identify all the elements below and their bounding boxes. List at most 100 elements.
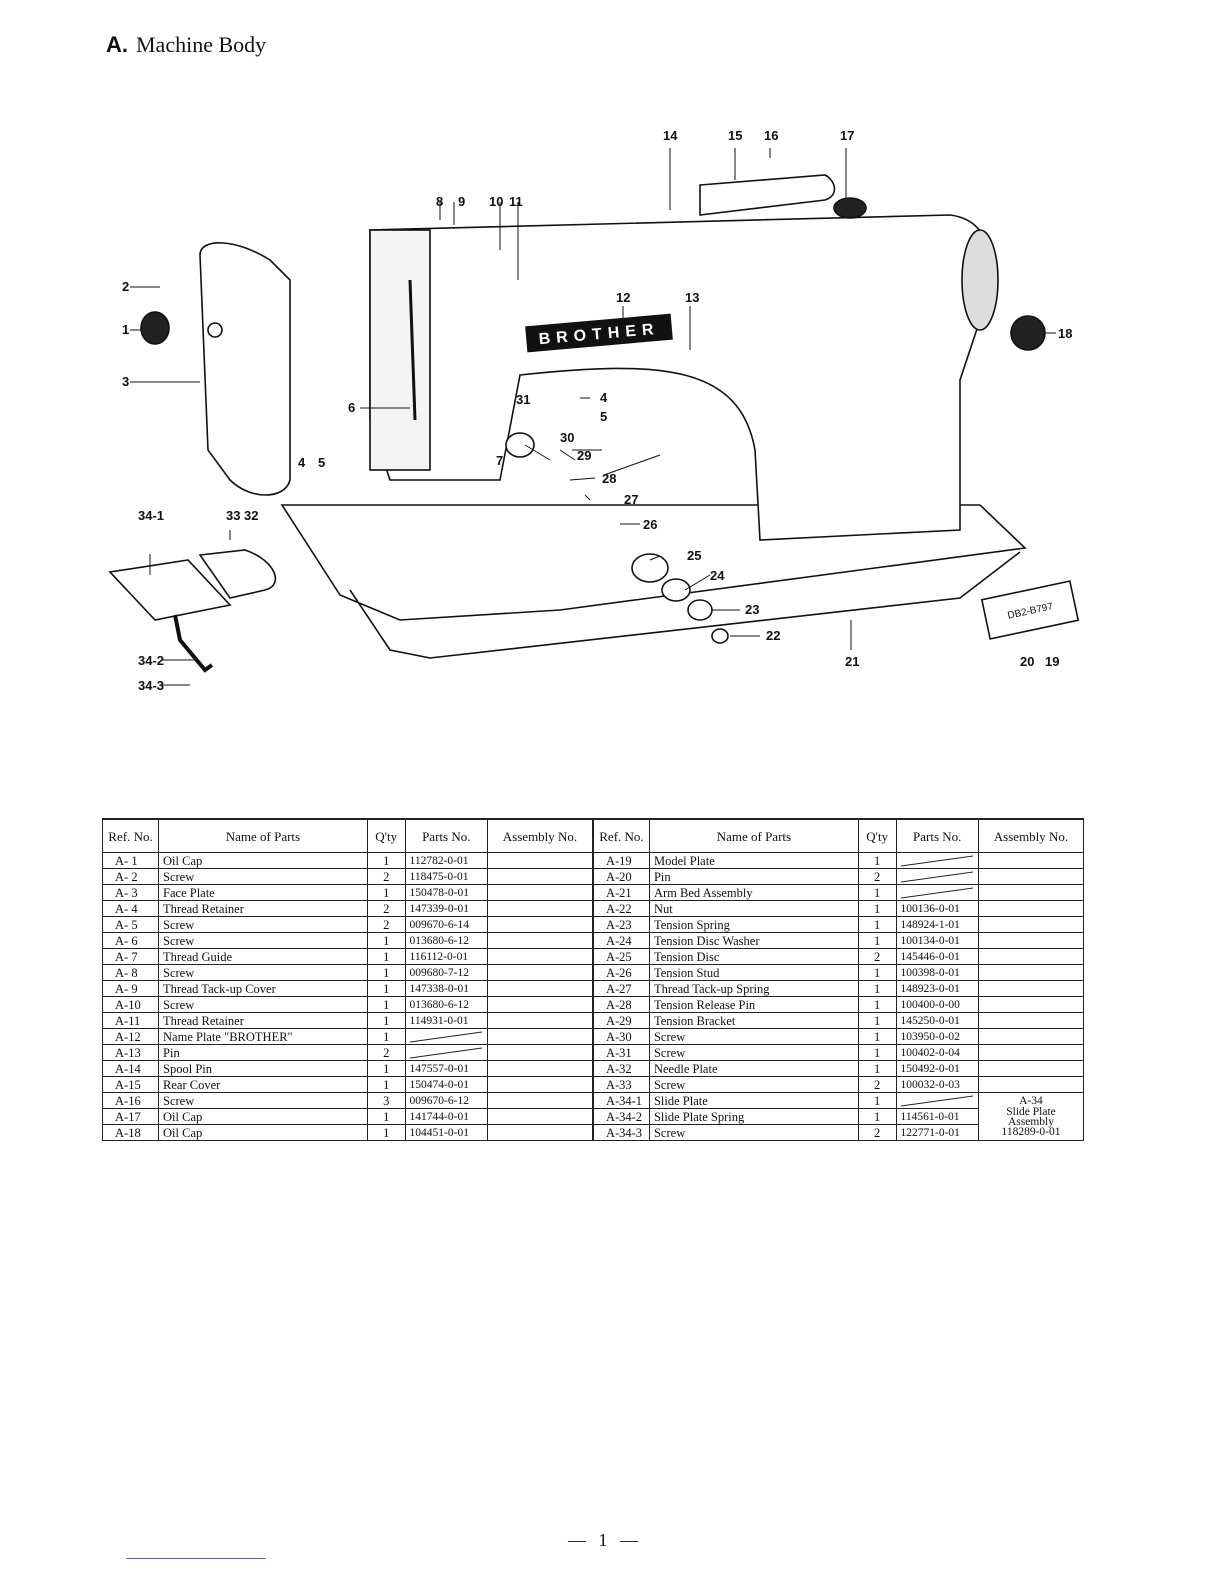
- assembly-no-cell: [978, 1060, 1084, 1077]
- callout-11: 11: [509, 194, 523, 209]
- parts-no-cell: 100134-0-01: [895, 932, 979, 949]
- ref-no-cell: A-19: [591, 852, 650, 869]
- quantity-cell: 1: [857, 996, 897, 1013]
- model-plate: [980, 580, 1080, 640]
- parts-no-cell: 104451-0-01: [404, 1124, 489, 1141]
- assembly-parts-no: 118289-0-01: [1001, 1125, 1061, 1138]
- quantity-cell: 1: [857, 1060, 897, 1077]
- quantity-cell: 1: [366, 1012, 406, 1029]
- part-name-cell: Model Plate: [648, 852, 859, 869]
- section-title: Machine Body: [136, 32, 267, 57]
- ref-no-cell: A- 8: [101, 964, 160, 981]
- footer-rule: [126, 1558, 266, 1559]
- quantity-cell: 1: [857, 900, 897, 917]
- assembly-no-cell: [487, 996, 594, 1013]
- callout-34-3: 34-3: [138, 678, 164, 693]
- parts-no-cell: 103950-0-02: [895, 1028, 979, 1045]
- callout-15: 15: [728, 128, 742, 143]
- parts-no-cell: 100136-0-01: [895, 900, 979, 917]
- assembly-no-cell: [487, 900, 594, 917]
- parts-no-cell: [404, 1028, 489, 1045]
- quantity-cell: 1: [857, 1092, 897, 1109]
- quantity-cell: 1: [366, 948, 406, 965]
- ref-no-cell: A-34-2: [591, 1108, 650, 1125]
- parts-no-cell: 148924-1-01: [895, 916, 979, 933]
- callout-8: 8: [436, 194, 443, 209]
- assembly-no-cell: [487, 916, 594, 933]
- ref-no-cell: A- 3: [101, 884, 160, 901]
- callout-2: 2: [122, 279, 129, 294]
- parts-no-cell: 145250-0-01: [895, 1012, 979, 1029]
- quantity-cell: 1: [366, 1028, 406, 1045]
- assembly-no-cell: [978, 884, 1084, 901]
- quantity-cell: 1: [857, 884, 897, 901]
- ref-no-cell: A-24: [591, 932, 650, 949]
- slide-plate-spring: [173, 614, 214, 673]
- assembly-no-cell: [487, 1092, 594, 1109]
- part-name-cell: Oil Cap: [158, 852, 368, 869]
- ref-no-cell: A- 1: [101, 852, 160, 869]
- part-name-cell: Screw: [648, 1076, 859, 1093]
- part-name-cell: Screw: [158, 996, 368, 1013]
- quantity-cell: 2: [366, 1044, 406, 1061]
- callout-9: 9: [458, 194, 465, 209]
- needle-bar: [408, 279, 417, 421]
- quantity-cell: 1: [857, 916, 897, 933]
- ref-no-cell: A-10: [101, 996, 160, 1013]
- ref-no-cell: A-27: [591, 980, 650, 997]
- ref-no-cell: A-23: [591, 916, 650, 933]
- assembly-ref: A-34: [1019, 1094, 1043, 1107]
- tension-disc-2: [661, 578, 691, 602]
- assembly-no-cell: [487, 1012, 594, 1029]
- assembly-no-cell: [487, 1060, 594, 1077]
- quantity-cell: 1: [366, 964, 406, 981]
- slide-plate: [108, 559, 232, 621]
- part-name-cell: Tension Bracket: [648, 1012, 859, 1029]
- table-header-row: Ref. No. Name of Parts Q'ty Parts No. As…: [101, 818, 1084, 853]
- ref-no-cell: A-20: [591, 868, 650, 885]
- assembly-no-cell: [487, 964, 594, 981]
- part-name-cell: Screw: [648, 1044, 859, 1061]
- assembly-no-cell: [978, 996, 1084, 1013]
- callout-34-2: 34-2: [138, 653, 164, 668]
- quantity-cell: 2: [857, 868, 897, 885]
- ref-no-cell: A-15: [101, 1076, 160, 1093]
- callout-4a: 4: [298, 455, 306, 470]
- parts-list-table: Ref. No. Name of Parts Q'ty Parts No. As…: [101, 818, 1084, 1141]
- assembly-no-cell: [487, 948, 594, 965]
- parts-no-cell: 116112-0-01: [404, 948, 489, 965]
- part-name-cell: Screw: [158, 932, 368, 949]
- parts-no-cell: 114931-0-01: [404, 1012, 489, 1029]
- assembly-no-cell: [978, 1076, 1084, 1093]
- assembly-no-cell: [978, 932, 1084, 949]
- parts-no-cell: 122771-0-01: [895, 1124, 979, 1141]
- quantity-cell: 2: [366, 868, 406, 885]
- header-name-right: Name of Parts: [648, 818, 859, 853]
- tension-nut: [687, 599, 713, 621]
- part-name-cell: Pin: [648, 868, 859, 885]
- assembly-no-cell: [978, 980, 1084, 997]
- oil-cap-right: [1010, 315, 1046, 351]
- machine-arm: [369, 214, 991, 541]
- quantity-cell: 1: [857, 852, 897, 869]
- parts-no-cell: 150474-0-01: [404, 1076, 489, 1093]
- part-name-cell: Tension Spring: [648, 916, 859, 933]
- part-name-cell: Tension Disc: [648, 948, 859, 965]
- quantity-cell: 1: [366, 996, 406, 1013]
- header-ref-left: Ref. No.: [101, 818, 160, 853]
- assembly-no-cell: [487, 868, 594, 885]
- callout-29: 29: [577, 448, 591, 463]
- header-partsno-left: Parts No.: [404, 818, 489, 853]
- rear-cover: [699, 174, 836, 216]
- part-name-cell: Arm Bed Assembly: [648, 884, 859, 901]
- part-name-cell: Rear Cover: [158, 1076, 368, 1093]
- quantity-cell: 2: [857, 1076, 897, 1093]
- ref-no-cell: A-13: [101, 1044, 160, 1061]
- quantity-cell: 1: [366, 1060, 406, 1077]
